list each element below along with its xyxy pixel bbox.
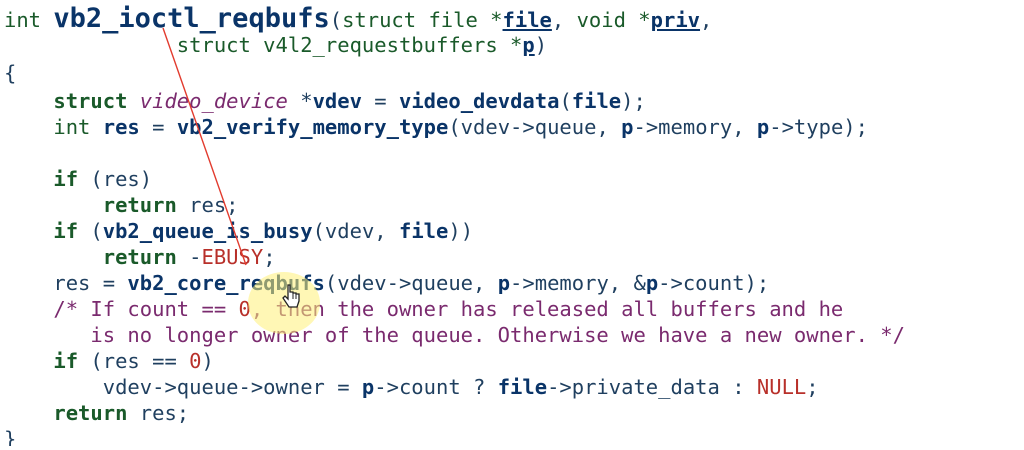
code-token bbox=[4, 167, 53, 191]
code-token: p bbox=[621, 115, 634, 139]
code-view: int vb2_ioctl_reqbufs(struct file *file,… bbox=[4, 4, 1020, 446]
code-token: * bbox=[287, 89, 313, 113]
code-line: if (res) bbox=[4, 166, 152, 192]
code-token bbox=[4, 245, 103, 269]
code-token: ->type); bbox=[769, 115, 868, 139]
code-token: ; bbox=[806, 375, 819, 399]
code-token: )) bbox=[448, 219, 474, 243]
code-token: ->private_data : bbox=[547, 375, 757, 399]
code-line: struct v4l2_requestbuffers *p) bbox=[4, 32, 547, 58]
code-token: ->memory, & bbox=[510, 271, 646, 295]
code-token: struct bbox=[53, 89, 140, 113]
code-token: file bbox=[398, 219, 449, 243]
code-token: , then the owner has released all buffer… bbox=[250, 297, 844, 321]
code-token: file bbox=[571, 89, 622, 113]
code-token: 0 bbox=[238, 297, 251, 321]
code-token: p bbox=[645, 271, 659, 295]
code-token: p bbox=[361, 375, 375, 399]
code-token: struct v4l2_requestbuffers * bbox=[4, 33, 523, 57]
code-token: vdev bbox=[312, 89, 362, 113]
code-token: ) bbox=[201, 349, 214, 373]
code-token: p bbox=[756, 115, 770, 139]
code-line: { bbox=[4, 60, 16, 86]
code-token: file bbox=[502, 8, 552, 32]
hand-pointer-icon bbox=[282, 284, 300, 308]
code-line: int res = vb2_verify_memory_type(vdev->q… bbox=[4, 114, 868, 140]
code-token: int bbox=[4, 8, 54, 32]
code-line: /* If count == 0, then the owner has rel… bbox=[4, 296, 843, 322]
code-token: res bbox=[102, 115, 140, 139]
code-token: (vdev->queue, bbox=[448, 115, 622, 139]
code-token: { bbox=[4, 61, 17, 85]
code-token: ->memory, bbox=[633, 115, 757, 139]
code-line: if (res == 0) bbox=[4, 348, 214, 374]
cursor-highlight bbox=[248, 272, 320, 334]
code-token: return bbox=[53, 401, 128, 425]
code-token: 0 bbox=[189, 349, 202, 373]
code-token bbox=[4, 349, 53, 373]
code-line: int vb2_ioctl_reqbufs(struct file *file,… bbox=[4, 4, 712, 36]
code-token: ->count ? bbox=[374, 375, 498, 399]
code-token bbox=[4, 193, 103, 217]
code-line: return res; bbox=[4, 400, 189, 426]
code-token: return bbox=[102, 193, 177, 217]
code-token: = bbox=[361, 89, 399, 113]
code-token: res = bbox=[4, 271, 128, 295]
code-token: if bbox=[53, 167, 79, 191]
code-line: return res; bbox=[4, 192, 239, 218]
code-token: (vdev->queue, bbox=[324, 271, 498, 295]
code-token: p bbox=[522, 33, 535, 57]
code-token: ( bbox=[559, 89, 572, 113]
code-token: is no longer owner of the queue. Otherwi… bbox=[4, 323, 905, 347]
code-token: (res == bbox=[78, 349, 190, 373]
code-token: struct file * bbox=[342, 8, 503, 32]
code-token: /* If count == bbox=[4, 297, 239, 321]
code-token: , bbox=[700, 8, 713, 32]
code-token bbox=[4, 401, 53, 425]
code-token: return bbox=[102, 245, 177, 269]
code-token: video_devdata bbox=[398, 89, 560, 113]
code-token: vb2_ioctl_reqbufs bbox=[53, 4, 330, 34]
code-token: void * bbox=[576, 8, 651, 32]
code-token bbox=[4, 115, 53, 139]
code-token: EBUSY bbox=[201, 245, 264, 269]
code-token: , bbox=[551, 8, 577, 32]
code-token: ( bbox=[329, 8, 343, 32]
code-token bbox=[4, 89, 53, 113]
code-token: (res) bbox=[78, 167, 153, 191]
code-token: ); bbox=[621, 89, 646, 113]
code-token: p bbox=[497, 271, 511, 295]
code-line: is no longer owner of the queue. Otherwi… bbox=[4, 322, 905, 348]
code-line: struct video_device *vdev = video_devdat… bbox=[4, 88, 646, 114]
code-token: vdev->queue->owner = bbox=[4, 375, 362, 399]
code-token: ) bbox=[534, 33, 548, 57]
code-token: res; bbox=[176, 193, 239, 217]
code-line: vdev->queue->owner = p->count ? file->pr… bbox=[4, 374, 819, 400]
code-line: } bbox=[4, 426, 16, 446]
code-token: file bbox=[497, 375, 548, 399]
code-token: ( bbox=[78, 219, 103, 243]
code-line: return -EBUSY; bbox=[4, 244, 276, 270]
code-token: video_device bbox=[139, 89, 288, 113]
code-token: - bbox=[176, 245, 202, 269]
code-token: } bbox=[4, 427, 17, 446]
code-token: int bbox=[53, 115, 103, 139]
code-token: if bbox=[53, 349, 79, 373]
code-token: priv bbox=[650, 8, 701, 32]
code-token: if bbox=[53, 219, 79, 243]
code-token: = bbox=[139, 115, 177, 139]
code-token: NULL bbox=[756, 375, 807, 399]
code-token bbox=[4, 219, 53, 243]
code-line: if (vb2_queue_is_busy(vdev, file)) bbox=[4, 218, 473, 244]
code-line: res = vb2_core_reqbufs(vdev->queue, p->m… bbox=[4, 270, 769, 296]
code-token: ; bbox=[263, 245, 276, 269]
code-token: res; bbox=[127, 401, 190, 425]
code-token: (vdev, bbox=[312, 219, 399, 243]
code-token: vb2_verify_memory_type bbox=[176, 115, 449, 139]
code-token: ->count); bbox=[658, 271, 770, 295]
code-token: vb2_queue_is_busy bbox=[102, 219, 313, 243]
